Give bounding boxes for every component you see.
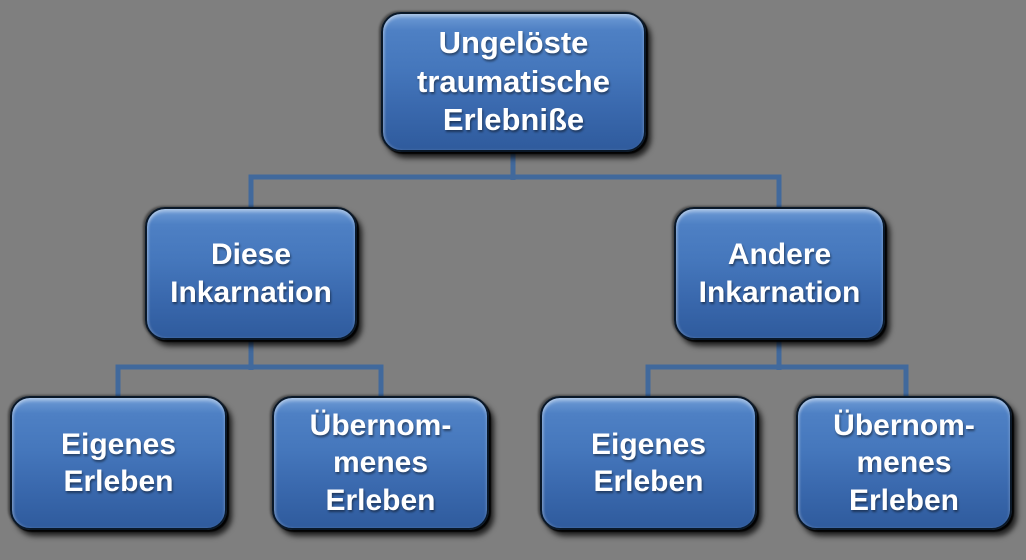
node-eigenes-erleben-andere: Eigenes Erleben	[540, 396, 757, 530]
node-uebernommenes-erleben-andere: Übernom- menes Erleben	[796, 396, 1012, 530]
node-label: Übernom- menes Erleben	[309, 408, 452, 517]
node-label: Übernom- menes Erleben	[833, 408, 975, 517]
connector-right-branch	[645, 364, 909, 400]
node-label: Diese Inkarnation	[170, 238, 332, 309]
connector-left-branch	[115, 364, 384, 400]
node-uebernommenes-erleben-diese: Übernom- menes Erleben	[272, 396, 489, 530]
node-label: Ungelöste traumatische Erlebniße	[417, 24, 610, 138]
node-diese-inkarnation: Diese Inkarnation	[145, 207, 357, 340]
connector-root-branch	[248, 174, 782, 210]
node-andere-inkarnation: Andere Inkarnation	[674, 207, 885, 340]
node-label: Eigenes Erleben	[590, 427, 707, 499]
node-eigenes-erleben-diese: Eigenes Erleben	[10, 396, 227, 530]
node-label: Andere Inkarnation	[698, 238, 861, 309]
node-ungeloeste-traumatische-erlebnisse: Ungelöste traumatische Erlebniße	[381, 12, 646, 152]
node-label: Eigenes Erleben	[60, 427, 177, 499]
connector-group	[115, 148, 909, 400]
